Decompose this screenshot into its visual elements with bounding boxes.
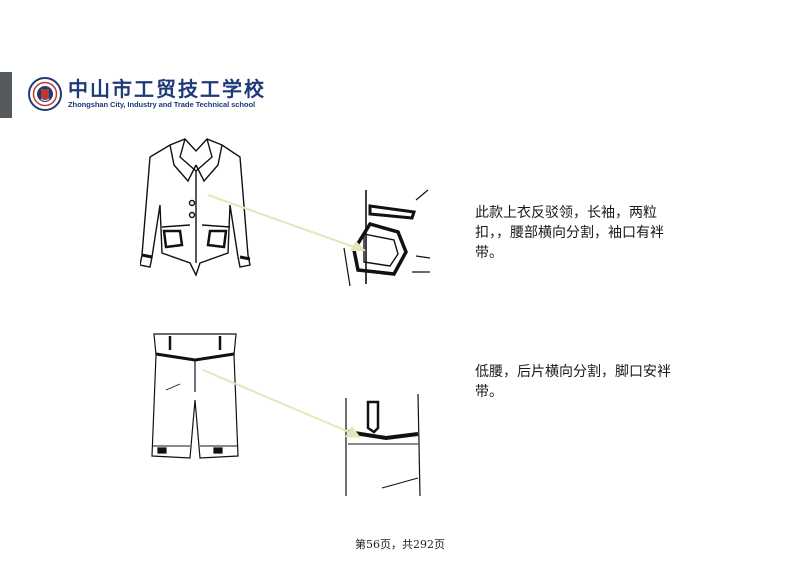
jacket-pointer-arrow: [200, 185, 366, 251]
side-accent-bar: [0, 72, 12, 118]
jacket-pocket-detail-sketch: [340, 188, 430, 288]
school-name-cn: 中山市工贸技工学校: [68, 77, 266, 101]
pants-description: 低腰，后片横向分割，脚口安袢带。: [475, 364, 671, 400]
pants-waist-detail-sketch: [338, 392, 430, 497]
jacket-sketch: [140, 135, 252, 293]
jacket-description: 此款上衣反驳领，长袖，两粒扣，，腰部横向分割，袖口有袢带。: [475, 205, 664, 261]
school-name-en: Zhongshan City, Industry and Trade Techn…: [68, 100, 256, 109]
page-number: 第56页，共292页: [355, 538, 445, 551]
pants-sketch: [150, 330, 240, 465]
school-emblem-icon: [28, 77, 62, 111]
school-logo: 中山市工贸技工学校 Zhongshan City, Industry and T…: [28, 74, 266, 114]
pants-pointer-arrow: [195, 360, 361, 438]
